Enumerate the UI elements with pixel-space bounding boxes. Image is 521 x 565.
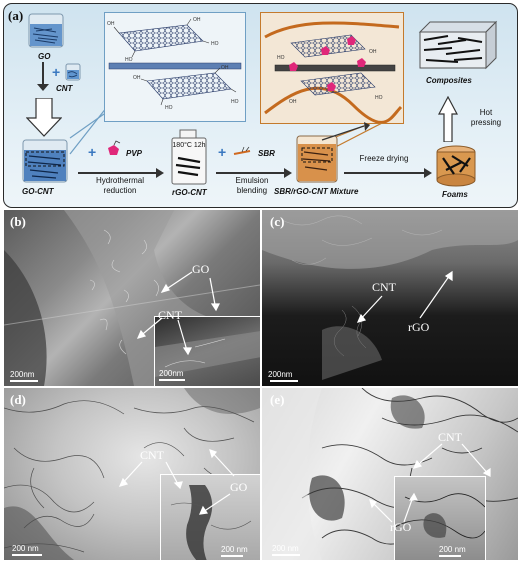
svg-text:OH: OH <box>221 65 229 71</box>
scale-bar-inset-b <box>159 379 185 381</box>
plus-icon: + <box>52 64 61 80</box>
go-annotation-b: GO <box>192 262 210 276</box>
scale-bar-inset-e <box>439 555 461 557</box>
go-label: GO <box>38 52 51 61</box>
mixture-beaker-icon <box>296 135 338 183</box>
go-cnt-beaker-icon <box>22 139 68 183</box>
freeze-label: Freeze drying <box>359 154 409 163</box>
foam-cylinder-icon <box>436 145 476 187</box>
scale-bar-d <box>12 554 42 556</box>
cnt-label: CNT <box>56 84 73 93</box>
scale-bar-c <box>270 380 298 382</box>
tem-inset-d: 200 nm <box>160 474 260 560</box>
panel-d-label: (d) <box>10 392 26 407</box>
hollow-down-arrow-icon <box>26 98 62 137</box>
svg-text:OH: OH <box>369 49 377 55</box>
hydrothermal-label: Hydrothermal reduction <box>95 176 144 195</box>
svg-text:OH: OH <box>289 99 297 105</box>
svg-text:OH: OH <box>193 17 201 23</box>
svg-text:HO: HO <box>375 95 383 101</box>
tem-texture-d <box>4 388 260 560</box>
cnt-annotation-e: CNT <box>438 430 462 444</box>
tem-image-d: 200 nm (d) CNT GO 200 nm <box>4 388 260 560</box>
annotation-arrows-b <box>136 271 220 356</box>
tem-inset-texture-e <box>394 493 486 539</box>
arrow-emulsion <box>216 172 288 174</box>
composite-block-icon <box>418 20 498 70</box>
sbr-rgo-structure-icon: HO OH OH HO <box>264 21 403 124</box>
scale-inset-e-label: 200 nm <box>439 545 466 554</box>
plus-icon-3: + <box>218 144 227 160</box>
foams-label: Foams <box>442 190 468 199</box>
hollow-up-arrow-icon <box>438 96 458 142</box>
cnt-annotation-d: CNT <box>140 448 164 462</box>
mixture-label: SBR/rGO-CNT Mixture <box>274 187 359 196</box>
sbr-mixture-structure-box: HO OH OH HO <box>260 12 404 124</box>
svg-text:HO: HO <box>231 99 239 105</box>
down-arrow-shaft <box>42 62 44 88</box>
hot-pressing-label: Hot pressing <box>470 108 502 127</box>
scale-b-label: 200nm <box>10 370 35 379</box>
right-arrow-icon <box>156 168 164 178</box>
scale-inset-d-label: 200 nm <box>221 545 248 554</box>
sem-inset-texture-b <box>155 331 260 377</box>
sem-texture-c <box>262 210 518 380</box>
panel-c-label: (c) <box>270 214 285 229</box>
svg-text:HO: HO <box>165 105 173 111</box>
svg-text:OH: OH <box>133 75 141 81</box>
scale-c-label: 200nm <box>268 370 293 379</box>
svg-text:HO: HO <box>277 55 285 61</box>
arrow-freeze <box>344 172 428 174</box>
sem-image-b: 200nm (b) GO CNT 200nm <box>4 210 260 386</box>
condition-label: 180°C 12h <box>172 142 206 149</box>
annotation-arrows-e <box>369 443 491 523</box>
cnt-vial-icon <box>65 63 81 81</box>
down-arrow-icon <box>37 84 49 91</box>
go-cnt-label: GO-CNT <box>22 187 54 196</box>
cnt-annotation-c: CNT <box>372 280 396 294</box>
scale-bar-e <box>272 554 300 556</box>
cnt-annotation-b: CNT <box>158 308 182 322</box>
composites-label: Composites <box>426 76 472 85</box>
sbr-label: SBR <box>258 149 275 158</box>
autoclave-icon <box>171 129 207 185</box>
orange-arrow-icon <box>321 122 370 141</box>
panel-e-label: (e) <box>270 392 285 407</box>
panel-a-label: (a) <box>8 8 24 23</box>
go-annotation-d: GO <box>230 480 248 494</box>
svg-text:HO: HO <box>125 57 133 63</box>
schematic-panel: (a) GO + CNT GO-CNT <box>3 3 518 208</box>
svg-text:HO: HO <box>211 41 219 47</box>
right-arrow-icon-2 <box>284 168 292 178</box>
emulsion-label: Emulsion blending <box>235 176 269 195</box>
tem-texture-e <box>262 388 518 560</box>
rgo-annotation-c: rGO <box>408 320 430 334</box>
right-arrow-icon-3 <box>424 168 432 178</box>
scale-bar-inset-d <box>221 555 243 557</box>
sem-image-c: (c) CNT rGO 200nm <box>262 210 518 386</box>
pvp-molecule-icon <box>108 140 121 155</box>
graphene-cnt-structure-icon: OH HO OH HO OH HO OH HO <box>107 17 242 111</box>
sem-inset-b: 200nm <box>154 316 260 386</box>
plus-icon-2: + <box>88 144 97 160</box>
tem-inset-e: 200 nm <box>394 476 486 560</box>
go-beaker-icon <box>28 13 64 48</box>
rgo-cnt-label: rGO-CNT <box>172 188 207 197</box>
sbr-chain-icon <box>233 146 251 155</box>
rgo-annotation-e: rGO <box>390 520 412 534</box>
annotation-arrows-c <box>356 270 453 323</box>
arrow-hydrothermal <box>78 172 160 174</box>
tem-image-e: 200 nm (e) CNT rGO 200 nm <box>262 388 518 560</box>
go-cnt-structure-box: OH HO OH HO OH HO OH HO <box>104 12 246 122</box>
scale-d-label: 200 nm <box>12 544 39 553</box>
scale-bar-b <box>10 380 38 382</box>
annotation-arrows-d <box>118 449 235 515</box>
panel-b-label: (b) <box>10 214 26 229</box>
pvp-label: PVP <box>126 149 143 158</box>
svg-text:OH: OH <box>107 21 115 27</box>
scale-inset-b-label: 200nm <box>159 369 184 378</box>
scale-e-label: 200 nm <box>272 544 299 553</box>
